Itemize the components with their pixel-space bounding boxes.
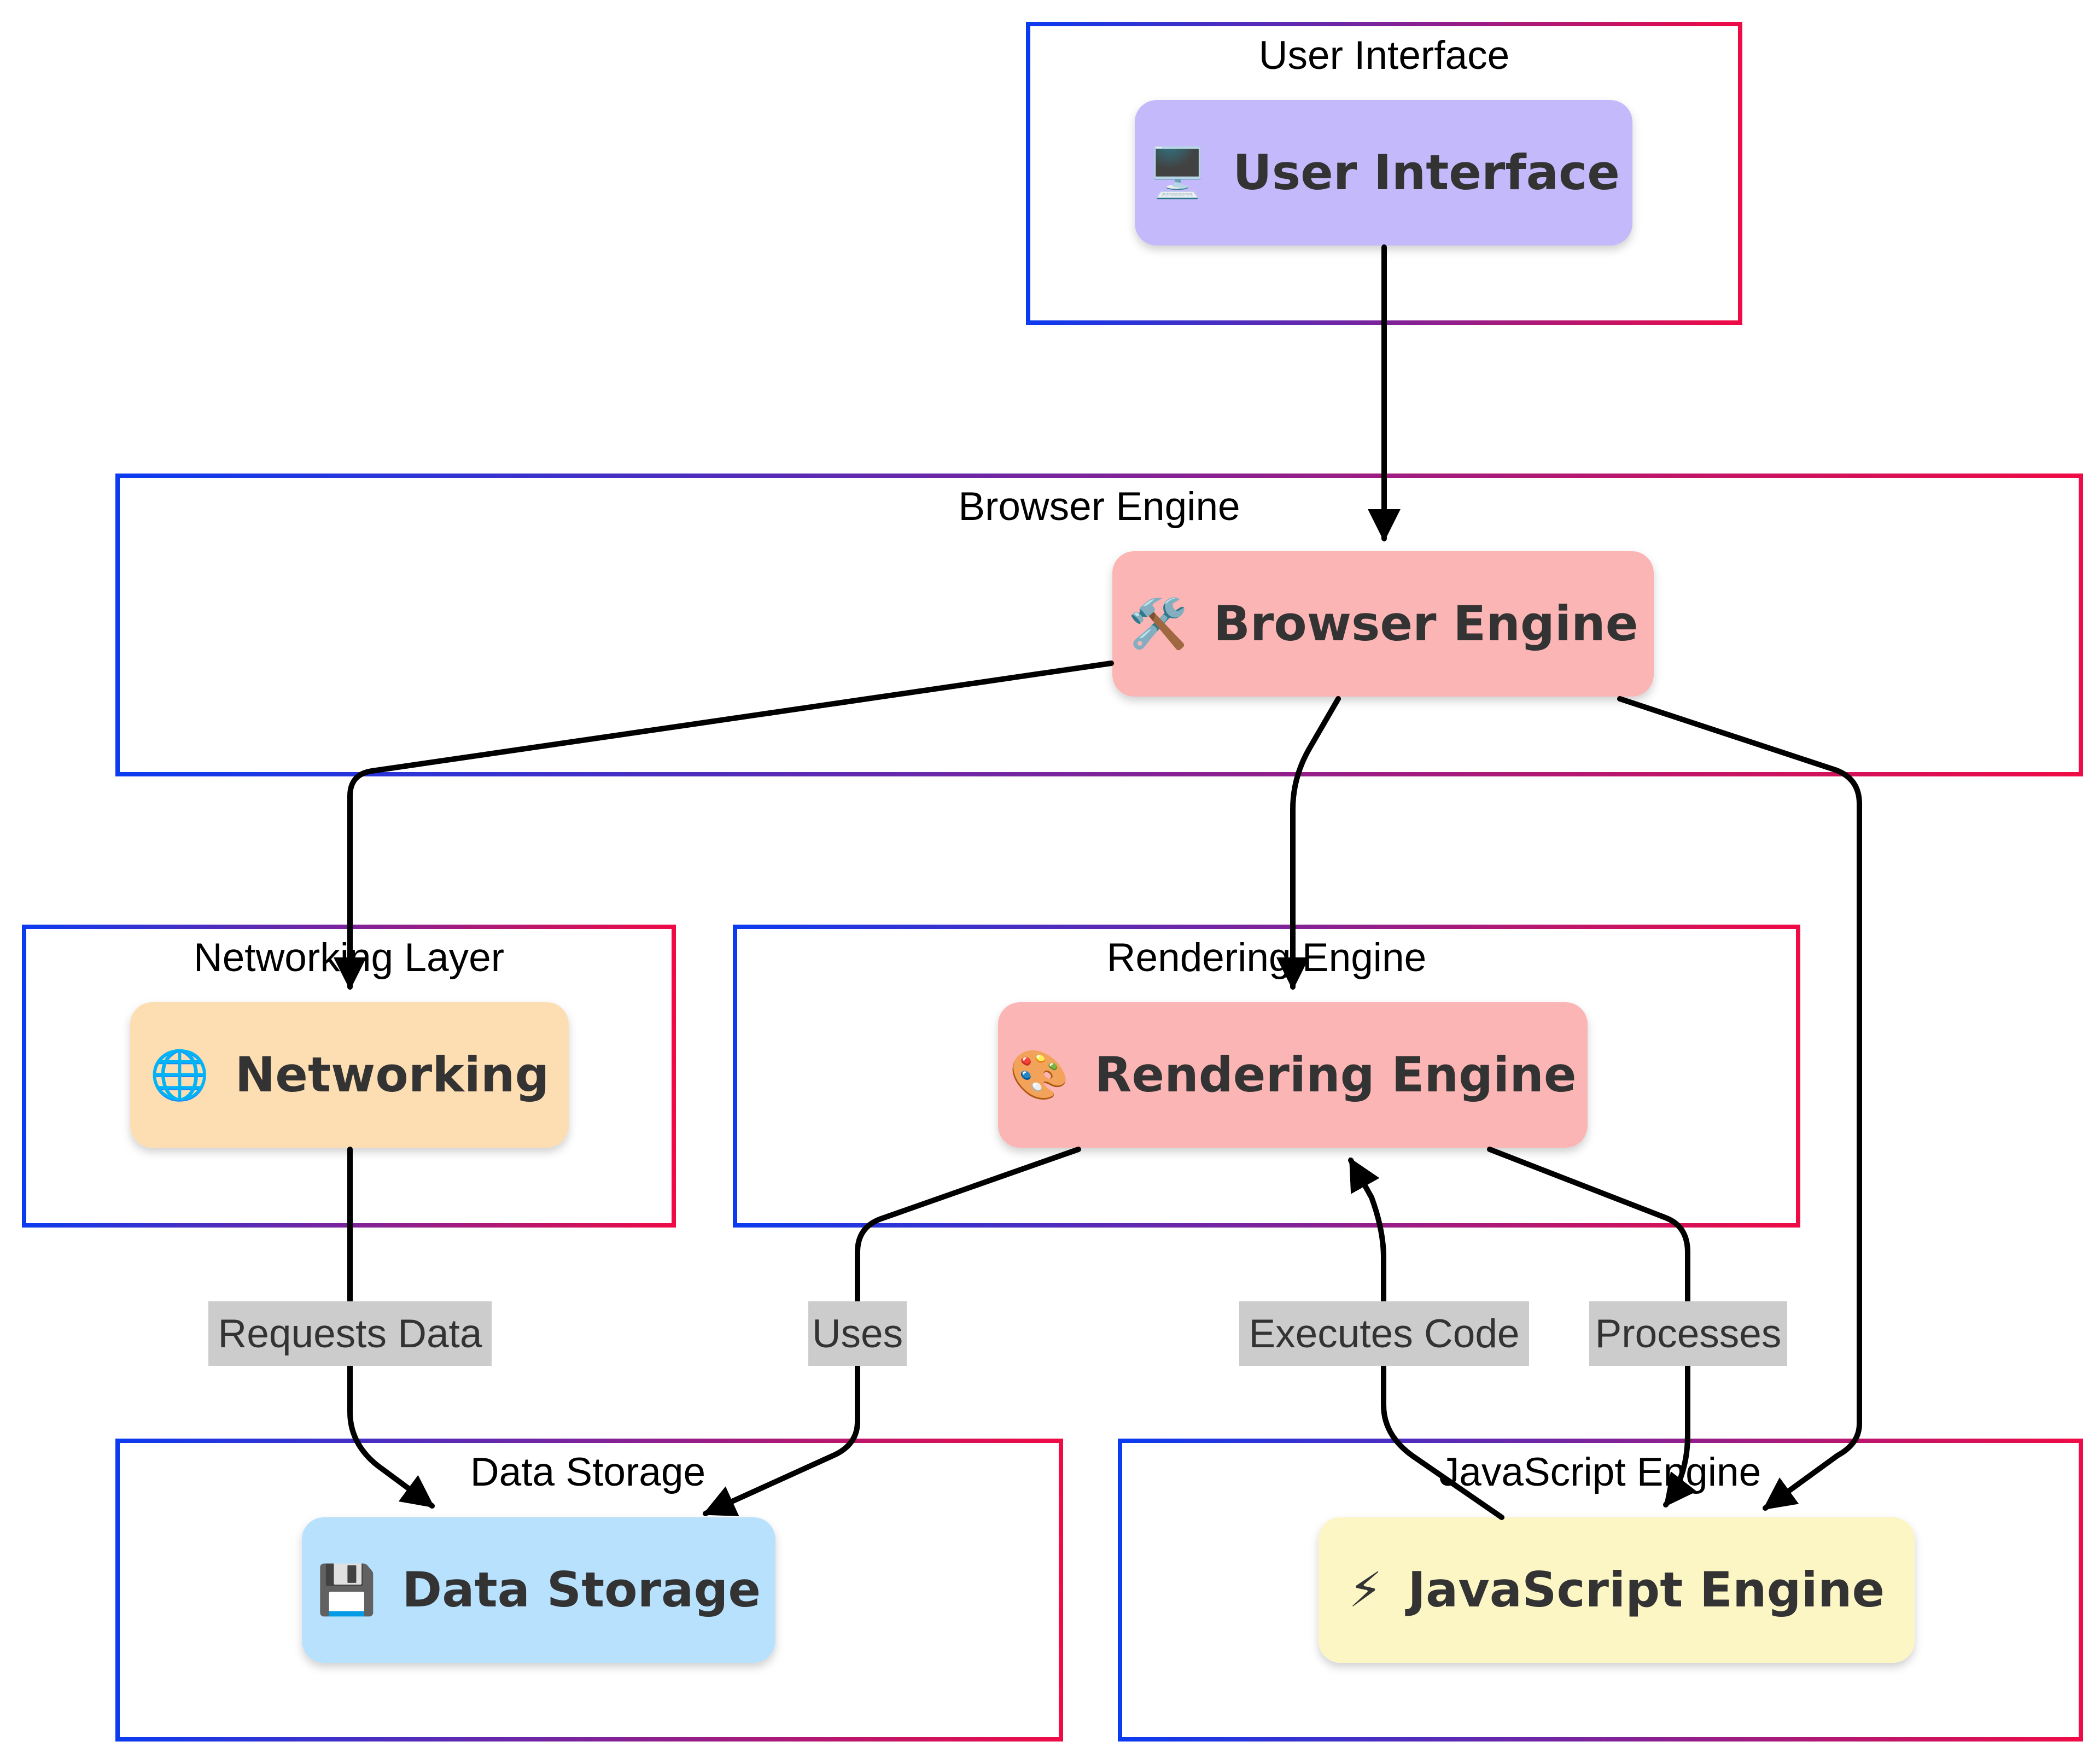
subgraph-data-storage: Data Storage [115,1439,1063,1742]
node-browser-engine[interactable]: 🛠️ Browser Engine [1112,551,1654,697]
edge-label-executes-code-text: Executes Code [1249,1312,1519,1356]
node-javascript-engine[interactable]: ⚡ JavaScript Engine [1319,1517,1915,1663]
node-rendering-engine-box [998,1002,1588,1148]
globe-icon: 🌐 [149,1047,209,1103]
node-javascript-engine-label: JavaScript Engine [1405,1562,1885,1618]
edge-networking-to-storage [347,1147,435,1509]
node-user-interface-box [1135,100,1632,246]
edge-label-uses-text: Uses [812,1312,903,1356]
node-javascript-engine-box [1319,1517,1915,1663]
node-data-storage-box [302,1517,775,1663]
node-rendering-engine[interactable]: 🎨 Rendering Engine [998,1002,1588,1148]
node-user-interface-label: User Interface [1233,144,1620,201]
edge-label-uses-bg [808,1301,907,1366]
node-data-storage-text: 💾 Data Storage [317,1562,761,1618]
subgraph-data-storage-border [115,1439,1063,1742]
edge-label-requests-data-text: Requests Data [218,1312,482,1356]
subgraph-javascript-engine-border [1118,1439,2083,1742]
edge-rendering-to-javascript [1487,1147,1697,1507]
node-browser-engine-text: 🛠️ Browser Engine [1128,595,1638,652]
node-browser-engine-label: Browser Engine [1214,595,1638,652]
node-browser-engine-box [1112,551,1654,697]
edge-label-executes-code-bg [1239,1301,1529,1366]
node-networking-label: Networking [235,1047,550,1103]
subgraph-browser-engine: Browser Engine [115,474,2083,776]
subgraph-rendering-engine-border [733,925,1800,1228]
edge-label-requests-data: Requests Data [208,1301,492,1366]
desktop-computer-icon: 🖥️ [1147,144,1208,201]
node-user-interface-text: 🖥️ User Interface [1147,144,1620,201]
node-networking-box [130,1002,569,1148]
hammer-and-wrench-icon: 🛠️ [1128,595,1188,652]
edge-label-processes-text: Processes [1595,1312,1782,1356]
subgraph-rendering-engine: Rendering Engine [733,925,1800,1228]
node-data-storage[interactable]: 💾 Data Storage [302,1517,775,1663]
lightning-bolt-icon: ⚡ [1349,1562,1382,1618]
edge-label-requests-data-bg [208,1301,492,1366]
subgraph-javascript-engine: JavaScript Engine [1118,1439,2083,1742]
edge-browser-to-rendering [1276,696,1341,990]
node-data-storage-label: Data Storage [402,1562,761,1618]
edge-label-processes-bg [1589,1301,1787,1366]
subgraph-rendering-engine-title: Rendering Engine [1107,936,1426,980]
edge-rendering-to-storage [702,1147,1081,1517]
edge-browser-to-javascript [1617,696,1862,1511]
node-javascript-engine-text: ⚡ JavaScript Engine [1349,1562,1885,1618]
subgraph-browser-engine-border [115,474,2083,776]
node-networking-text: 🌐 Networking [149,1047,549,1103]
edge-label-executes-code: Executes Code [1239,1301,1529,1366]
subgraph-javascript-engine-title: JavaScript Engine [1439,1450,1761,1494]
subgraph-user-interface-title: User Interface [1259,33,1509,78]
node-rendering-engine-label: Rendering Engine [1095,1047,1577,1103]
subgraph-data-storage-title: Data Storage [470,1450,705,1494]
edge-label-uses: Uses [808,1301,907,1366]
subgraph-browser-engine-title: Browser Engine [958,484,1240,529]
edge-label-processes: Processes [1589,1301,1787,1366]
node-networking[interactable]: 🌐 Networking [130,1002,569,1148]
floppy-disk-icon: 💾 [317,1562,377,1618]
node-user-interface[interactable]: 🖥️ User Interface [1135,100,1632,246]
node-rendering-engine-text: 🎨 Rendering Engine [1009,1046,1576,1103]
edge-browser-to-networking [334,661,1114,990]
artist-palette-icon: 🎨 [1009,1046,1069,1103]
